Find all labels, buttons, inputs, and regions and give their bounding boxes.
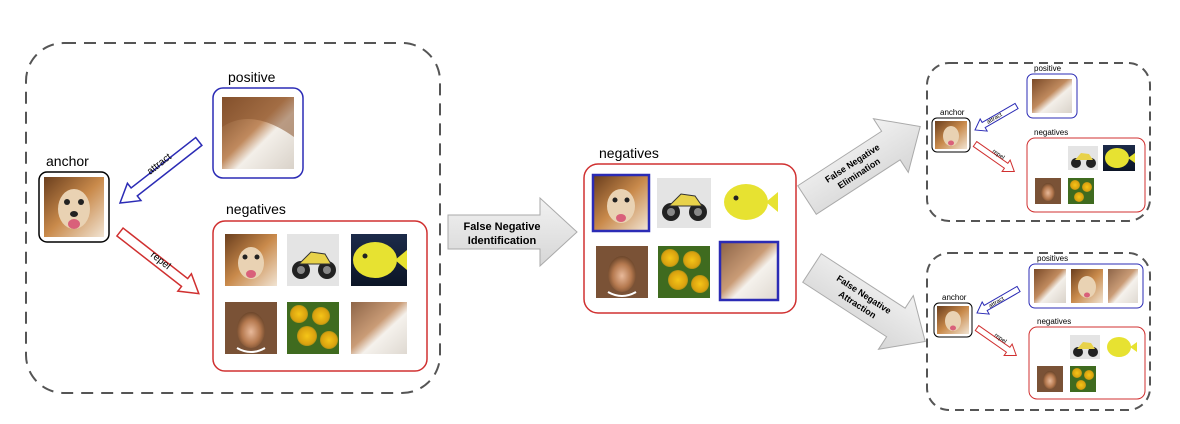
mid-image-motorcycle bbox=[657, 178, 711, 228]
middle-negatives-label: negatives bbox=[599, 145, 659, 161]
br-negatives-box bbox=[1028, 326, 1146, 400]
left-negatives-box bbox=[212, 220, 428, 372]
tr-anchor-label: anchor bbox=[940, 108, 965, 117]
br-positives-label: positives bbox=[1037, 254, 1068, 263]
top-right-panel: anchor positive attract negatives bbox=[926, 62, 1151, 222]
left-repel-arrow bbox=[115, 227, 200, 295]
left-panel: anchor positive attract negatives bbox=[25, 42, 441, 394]
elimination-arrow: False Negative Elimination bbox=[797, 118, 921, 215]
bottom-right-dashed-border bbox=[926, 252, 1151, 411]
left-anchor-box bbox=[38, 171, 110, 243]
identification-arrow: False Negative Identification bbox=[447, 196, 578, 268]
br-attract-arrow bbox=[976, 285, 1021, 315]
left-anchor-label: anchor bbox=[46, 153, 89, 169]
neg-image-motorcycle bbox=[287, 234, 339, 286]
neg-image-dog bbox=[225, 234, 277, 286]
attraction-arrow: False Negative Attraction bbox=[802, 253, 926, 350]
mid-image-woman bbox=[596, 246, 648, 298]
tr-neg-woman bbox=[1035, 178, 1061, 204]
tr-negatives-label: negatives bbox=[1034, 128, 1068, 137]
neg-image-sunflowers bbox=[287, 302, 339, 354]
mid-image-fish bbox=[722, 178, 778, 228]
left-negatives-label: negatives bbox=[226, 201, 286, 217]
positive-image-fur bbox=[222, 97, 294, 169]
tr-positive-label: positive bbox=[1034, 64, 1062, 73]
tr-attract-arrow bbox=[974, 102, 1019, 132]
br-positives-box bbox=[1028, 263, 1144, 309]
tr-neg-motorcycle bbox=[1068, 146, 1098, 170]
identification-arrow-line1: False Negative bbox=[463, 221, 540, 233]
top-right-dashed-border bbox=[926, 62, 1151, 222]
br-repel-arrow bbox=[974, 324, 1018, 357]
br-negatives-label: negatives bbox=[1037, 317, 1071, 326]
left-positive-label: positive bbox=[228, 69, 276, 85]
br-neg-motorcycle bbox=[1070, 335, 1100, 359]
left-positive-box bbox=[212, 87, 304, 179]
tr-negatives-box bbox=[1026, 137, 1146, 213]
bottom-right-panel: anchor positives attract negatives bbox=[926, 252, 1151, 411]
mid-image-fur bbox=[718, 240, 780, 302]
left-panel-dashed-border bbox=[25, 42, 441, 394]
br-neg-fish bbox=[1105, 334, 1137, 360]
neg-image-fish bbox=[351, 234, 407, 286]
middle-panel: negatives bbox=[583, 145, 797, 314]
mid-image-sunflowers bbox=[658, 246, 710, 298]
identification-arrow-line2: Identification bbox=[468, 235, 537, 247]
tr-neg-sunflowers bbox=[1068, 178, 1094, 204]
anchor-image-dog bbox=[44, 177, 104, 237]
br-neg-sunflowers bbox=[1070, 366, 1096, 392]
br-anchor-label: anchor bbox=[942, 293, 967, 302]
neg-image-woman bbox=[225, 302, 277, 354]
tr-neg-fish bbox=[1103, 145, 1135, 171]
br-neg-woman bbox=[1037, 366, 1063, 392]
tr-positive-box bbox=[1026, 73, 1078, 119]
br-anchor-box bbox=[933, 302, 973, 338]
tr-anchor-box bbox=[931, 117, 971, 153]
tr-repel-arrow bbox=[972, 140, 1016, 173]
neg-image-fur bbox=[351, 302, 407, 354]
left-attract-arrow bbox=[118, 136, 203, 204]
mid-image-dog bbox=[591, 173, 651, 233]
